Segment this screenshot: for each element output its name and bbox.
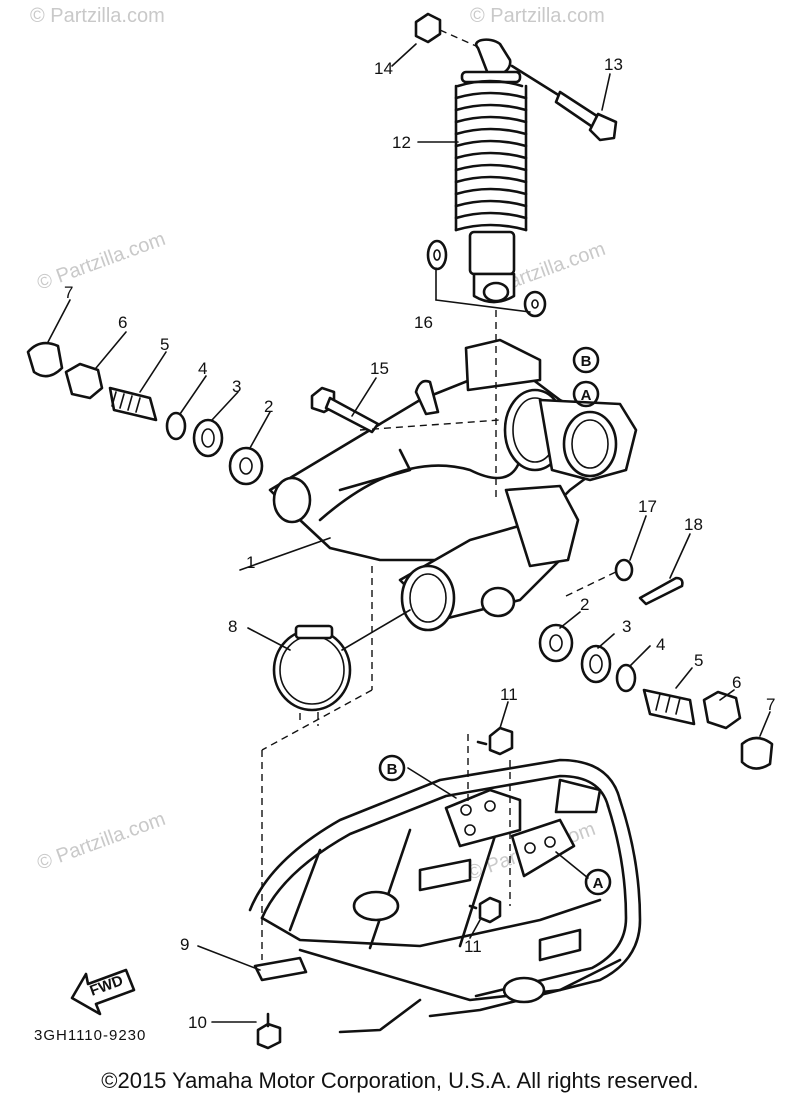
callout-9: 9 bbox=[180, 935, 189, 954]
watermark: © Partzilla.com bbox=[30, 5, 165, 27]
bolt-10 bbox=[256, 1012, 282, 1050]
callout-11: 11 bbox=[500, 685, 518, 704]
fwd-arrow: FWD bbox=[70, 968, 136, 1016]
callout-2: 2 bbox=[264, 397, 273, 416]
nut-14 bbox=[414, 12, 442, 44]
callouts: 1 2 2 3 3 4 4 5 5 6 6 7 7 8 9 10 11 11 1… bbox=[64, 55, 775, 1032]
callout-6: 6 bbox=[732, 673, 741, 692]
callout-5: 5 bbox=[694, 651, 703, 670]
watermark: © Partzilla.com bbox=[470, 5, 605, 27]
callout-1: 1 bbox=[246, 553, 255, 572]
clamp-8 bbox=[272, 624, 352, 712]
callout-11: 11 bbox=[464, 937, 482, 956]
right-bushing-stack bbox=[538, 623, 774, 770]
diagram-code: 3GH1110-9230 bbox=[34, 1027, 147, 1044]
callout-16: 16 bbox=[414, 313, 433, 332]
bolt-11-lower bbox=[468, 896, 502, 924]
callout-10: 10 bbox=[188, 1013, 207, 1032]
ref-circle-A1: A bbox=[572, 380, 600, 408]
callout-4: 4 bbox=[656, 635, 665, 654]
pivot-bolt-15 bbox=[310, 386, 380, 434]
callout-3: 3 bbox=[622, 617, 631, 636]
bolt-11-upper bbox=[476, 726, 514, 756]
cotter-pin-18 bbox=[638, 576, 684, 606]
washer-17 bbox=[614, 558, 634, 582]
callout-15: 15 bbox=[370, 359, 389, 378]
svg-text:B: B bbox=[387, 761, 398, 778]
callout-2: 2 bbox=[580, 595, 589, 614]
swingarm bbox=[268, 310, 638, 632]
callout-17: 17 bbox=[638, 497, 657, 516]
ref-circle-B1: B bbox=[572, 346, 600, 374]
skid-plate-guard bbox=[248, 758, 642, 1034]
svg-text:A: A bbox=[581, 387, 592, 404]
watermark: © Partzilla.com bbox=[34, 808, 168, 875]
svg-text:A: A bbox=[593, 875, 604, 892]
bolt-13 bbox=[510, 64, 618, 142]
ref-circle-A2: A bbox=[584, 868, 612, 896]
callout-3: 3 bbox=[232, 377, 241, 396]
watermark: © Partzilla.com bbox=[34, 228, 168, 295]
svg-text:B: B bbox=[581, 353, 592, 370]
callout-13: 13 bbox=[604, 55, 623, 74]
callout-7: 7 bbox=[64, 283, 73, 302]
callout-7: 7 bbox=[766, 695, 775, 714]
shock-absorber bbox=[454, 38, 528, 304]
washer-16a bbox=[426, 239, 448, 271]
callout-6: 6 bbox=[118, 313, 127, 332]
callout-14: 14 bbox=[374, 59, 393, 78]
ref-circle-B2: B bbox=[378, 754, 406, 782]
washer-16b bbox=[523, 290, 547, 318]
callout-18: 18 bbox=[684, 515, 703, 534]
callout-4: 4 bbox=[198, 359, 207, 378]
copyright-notice: ©2015 Yamaha Motor Corporation, U.S.A. A… bbox=[101, 1068, 699, 1093]
leader-lines bbox=[47, 43, 771, 1023]
callout-12: 12 bbox=[392, 133, 411, 152]
callout-5: 5 bbox=[160, 335, 169, 354]
callout-8: 8 bbox=[228, 617, 237, 636]
left-bushing-stack bbox=[26, 341, 264, 486]
